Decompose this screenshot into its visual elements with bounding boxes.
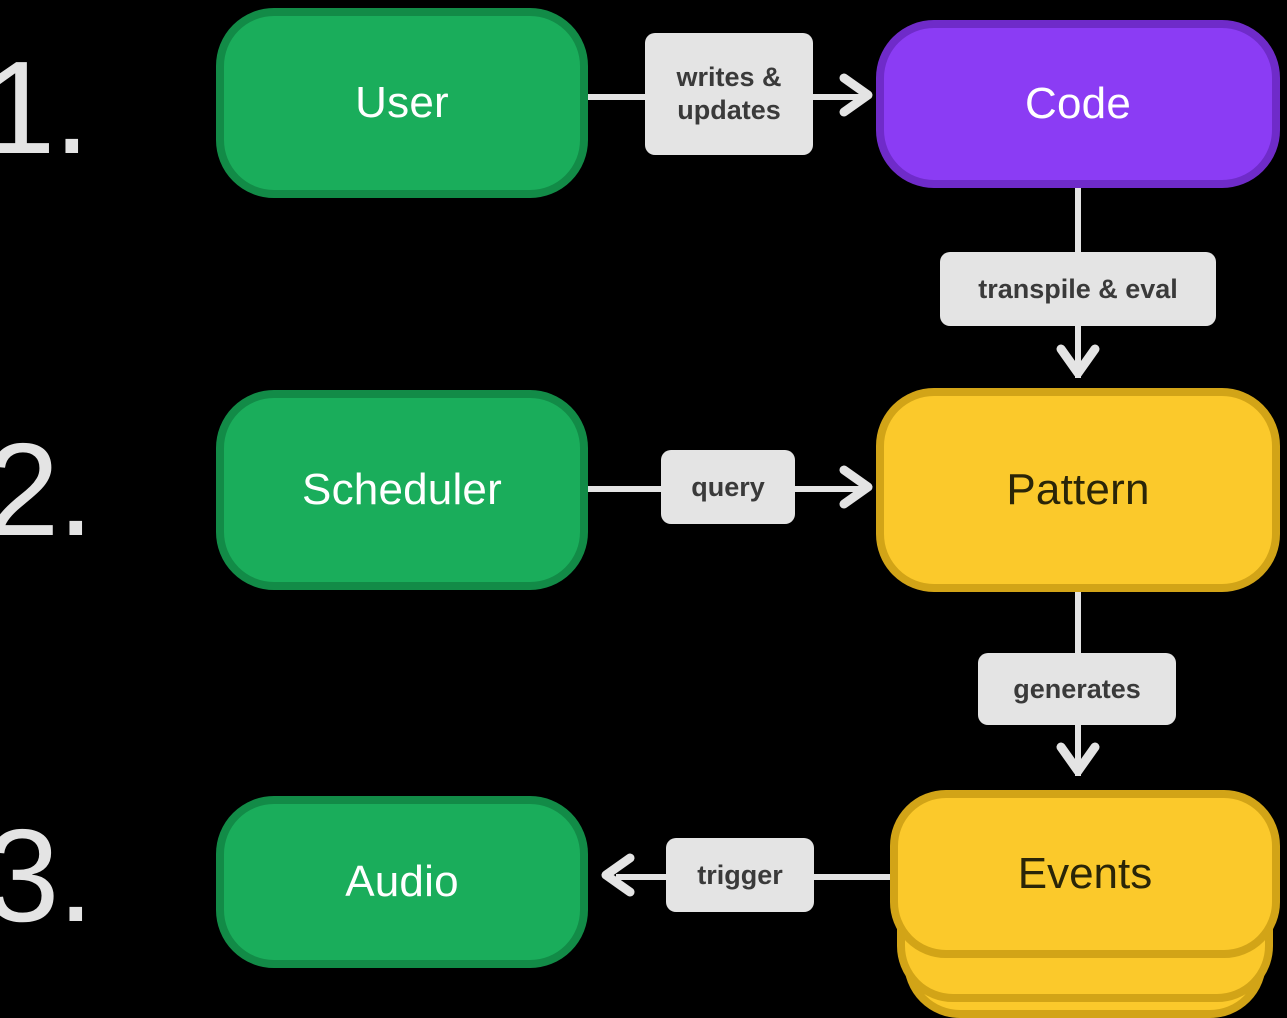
edge-line-user-to-code-right (812, 94, 868, 100)
edge-label-writes-and-updates: writes & updates (645, 33, 813, 155)
arrowhead-down-code-to-pattern (1055, 343, 1101, 385)
node-pattern[interactable]: Pattern (876, 388, 1280, 592)
step-number-2: 2. (0, 416, 94, 563)
arrowhead-down-pattern-to-events (1055, 741, 1101, 783)
edge-line-code-to-pattern-bottom (1075, 326, 1081, 378)
edge-line-scheduler-to-pattern-left (588, 486, 664, 492)
node-scheduler[interactable]: Scheduler (216, 390, 588, 590)
node-pattern-label: Pattern (1006, 465, 1150, 514)
step-number-3: 3. (0, 802, 94, 949)
edge-label-query: query (661, 450, 795, 524)
arrowhead-right-scheduler-to-pattern (838, 464, 880, 510)
node-audio-label: Audio (345, 857, 459, 906)
edge-line-scheduler-to-pattern-right (794, 486, 868, 492)
edge-line-pattern-to-events-top (1075, 592, 1081, 656)
edge-line-pattern-to-events-bottom (1075, 724, 1081, 776)
node-audio[interactable]: Audio (216, 796, 588, 968)
edge-line-events-to-audio-left (616, 874, 670, 880)
edge-line-events-to-audio-right (810, 874, 894, 880)
node-events[interactable]: Events (890, 790, 1280, 1018)
edge-label-trigger: trigger (666, 838, 814, 912)
node-code[interactable]: Code (876, 20, 1280, 188)
node-events-label: Events (1017, 849, 1153, 898)
edge-label-generates: generates (978, 653, 1176, 725)
arrowhead-left-events-to-audio (594, 852, 636, 898)
node-user[interactable]: User (216, 8, 588, 198)
arrowhead-right-user-to-code (838, 72, 880, 118)
node-user-label: User (355, 78, 449, 127)
edge-line-user-to-code-left (588, 94, 648, 100)
step-number-1: 1. (0, 34, 90, 181)
node-events-stack-layer-1: Events (890, 790, 1280, 958)
edge-line-code-to-pattern-top (1075, 188, 1081, 254)
node-code-label: Code (1025, 79, 1131, 128)
node-scheduler-label: Scheduler (302, 465, 502, 514)
edge-label-transpile-and-eval: transpile & eval (940, 252, 1216, 326)
